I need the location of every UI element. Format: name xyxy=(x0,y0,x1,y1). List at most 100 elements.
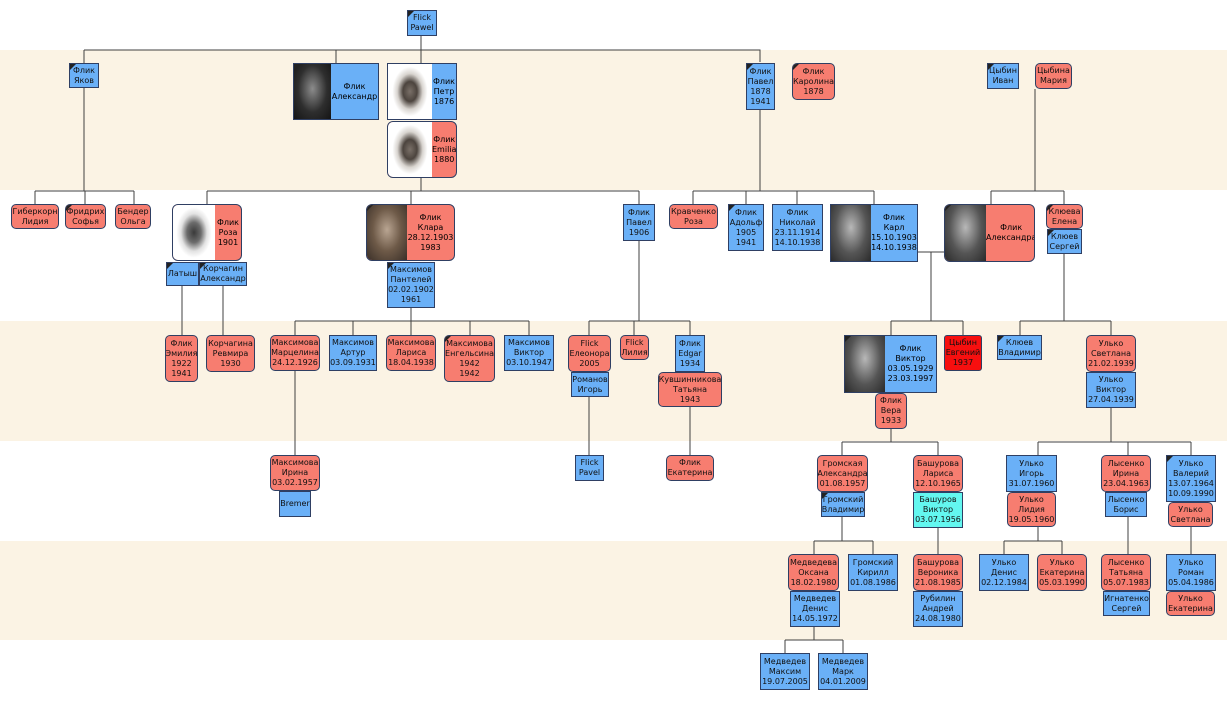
expand-marker-icon xyxy=(729,205,735,211)
person-maksimova-martselina[interactable]: Максимова Марцелина 24.12.1926 xyxy=(270,335,320,371)
person-maksimov-artur[interactable]: Максимов Артур 03.09.1931 xyxy=(329,335,377,371)
person-gromsky-vladimir[interactable]: Громский Владимир xyxy=(821,492,865,517)
person-flik-ekaterina[interactable]: Флик Екатерина xyxy=(666,455,714,481)
person-ulko-valeriy[interactable]: Улько Валерий 13.07.1964 10.09.1990 xyxy=(1166,455,1216,502)
person-bender-olga[interactable]: Бендер Ольга xyxy=(115,204,151,229)
person-flik-roza[interactable]: Флик Роза 1901 xyxy=(172,204,242,261)
person-tsybin-evgeniy[interactable]: Цыбин Евгений 1937 xyxy=(944,335,982,371)
expand-marker-icon xyxy=(988,64,994,70)
person-korchagin-aleksandr[interactable]: Корчагин Александр xyxy=(199,262,247,286)
person-flik-vera[interactable]: Флик Вера 1933 xyxy=(875,393,907,429)
portrait-photo xyxy=(388,64,432,119)
person-ulko-svetlana-1939[interactable]: Улько Светлана 21.02.1939 xyxy=(1086,335,1136,372)
person-gromskaya-aleksandra[interactable]: Громская Александра 01.08.1957 xyxy=(817,455,868,492)
portrait-photo xyxy=(945,205,986,261)
person-maksimova-engelsina[interactable]: Максимова Енгельсина 1942 1942 xyxy=(444,335,495,382)
person-fridrikh-sofia[interactable]: Фридрих Софья xyxy=(65,204,106,229)
person-flik-karl[interactable]: Флик Карл 15.10.1903 14.10.1938 xyxy=(830,204,918,262)
expand-marker-icon xyxy=(66,205,72,211)
person-korchagina-revmira[interactable]: Корчагина Ревмира 1930 xyxy=(206,335,255,372)
expand-marker-icon xyxy=(367,205,373,211)
person-flick-pawel-root[interactable]: Flick Pawel xyxy=(407,10,437,36)
expand-marker-icon xyxy=(1167,456,1173,462)
person-medvedev-denis[interactable]: Медведев Денис 14.05.1972 xyxy=(790,591,840,627)
expand-marker-icon xyxy=(845,336,851,342)
person-flik-adolf[interactable]: Флик Адольф 1905 1941 xyxy=(728,204,764,251)
person-lysenko-boris[interactable]: Лысенко Борис xyxy=(1105,492,1147,517)
expand-marker-icon xyxy=(747,64,753,70)
expand-marker-icon xyxy=(408,11,414,17)
person-flik-pavel-1878[interactable]: Флик Павел 1878 1941 xyxy=(746,63,775,110)
person-lysenko-irina[interactable]: Лысенко Ирина 23.04.1963 xyxy=(1101,455,1151,492)
person-klyuev-vladimir[interactable]: Клюев Владимир xyxy=(997,335,1042,360)
person-ulko-igor[interactable]: Улько Игорь 31.07.1960 xyxy=(1006,455,1057,492)
person-bashurova-veronika[interactable]: Башурова Вероника 21.08.1985 xyxy=(913,554,963,591)
person-maksimov-panteley[interactable]: Максимов Пантелей 02.02.1902 1961 xyxy=(387,262,435,308)
portrait-photo xyxy=(367,205,407,260)
person-bremer[interactable]: Bremer xyxy=(279,491,311,517)
person-ulko-ekaterina-2[interactable]: Улько Екатерина xyxy=(1166,591,1215,616)
person-rubilin-andrey[interactable]: Рубилин Андрей 24.08.1980 xyxy=(913,591,963,627)
expand-marker-icon xyxy=(1047,205,1053,211)
expand-marker-icon xyxy=(793,64,799,70)
expand-marker-icon xyxy=(445,336,451,342)
portrait-photo xyxy=(831,205,871,261)
expand-marker-icon xyxy=(70,64,76,70)
person-flik-aleksandra[interactable]: Флик Александра xyxy=(944,204,1035,262)
expand-marker-icon xyxy=(294,64,300,70)
expand-marker-icon xyxy=(998,336,1004,342)
person-maksimova-irina[interactable]: Максимова Ирина 03.02.1957 xyxy=(270,455,320,491)
person-medvedev-mark[interactable]: Медведев Марк 04.01.2009 xyxy=(818,653,868,690)
person-medvedeva-oksana[interactable]: Медведева Оксана 18.02.1980 xyxy=(788,554,839,591)
expand-marker-icon xyxy=(388,263,394,269)
expand-marker-icon xyxy=(822,493,828,499)
person-ulko-roman[interactable]: Улько Роман 05.04.1986 xyxy=(1166,554,1216,591)
person-maksimova-larisa[interactable]: Максимова Лариса 18.04.1938 xyxy=(386,335,436,371)
person-bashurov-viktor[interactable]: Башуров Виктор 03.07.1956 xyxy=(913,492,963,528)
person-ignatenko-sergey[interactable]: Игнатенко Сергей xyxy=(1103,591,1150,616)
portrait-photo xyxy=(173,205,215,260)
person-klyueva-elena[interactable]: Клюева Елена xyxy=(1046,204,1083,229)
person-flik-viktor[interactable]: Флик Виктор 03.05.1929 23.03.1997 xyxy=(844,335,937,393)
person-flick-eleonora[interactable]: Flick Елеонора 2005 xyxy=(568,335,611,372)
person-flik-emilia-1922[interactable]: Флик Эмилия 1922 1941 xyxy=(165,335,198,382)
person-flik-yakov[interactable]: Флик Яков xyxy=(69,63,99,88)
person-ulko-svetlana-2[interactable]: Улько Светлана xyxy=(1168,502,1213,527)
person-flik-aleksandr-1[interactable]: Флик Александр xyxy=(293,63,379,120)
person-tsybina-maria[interactable]: Цыбина Мария xyxy=(1035,63,1072,89)
person-latysh[interactable]: Латыш xyxy=(166,262,199,286)
person-kuvshinnikova-tatyana[interactable]: Кувшинникова Татьяна 1943 xyxy=(658,372,722,407)
person-lysenko-tatyana[interactable]: Лысенко Татьяна 05.07.1983 xyxy=(1101,554,1151,591)
expand-marker-icon xyxy=(945,205,951,211)
person-klyuev-sergey[interactable]: Клюев Сергей xyxy=(1047,229,1082,254)
expand-marker-icon xyxy=(167,263,173,269)
person-flik-nikolai[interactable]: Флик Николай 23.11.1914 14.10.1938 xyxy=(772,204,823,251)
person-flik-klara[interactable]: Флик Клара 28.12.1903 1983 xyxy=(366,204,455,261)
person-medvedev-maksim[interactable]: Медведев Максим 19.07.2005 xyxy=(760,653,810,690)
person-kravchenko-roza[interactable]: Кравченко Роза xyxy=(669,204,718,229)
person-romanov-igor[interactable]: Романов Игорь xyxy=(571,372,609,397)
person-gromsky-kirill[interactable]: Громский Кирилл 01.08.1986 xyxy=(848,554,898,591)
person-ulko-denis[interactable]: Улько Денис 02.12.1984 xyxy=(979,554,1029,591)
person-bashurova-larisa[interactable]: Башурова Лариса 12.10.1965 xyxy=(913,455,963,492)
person-maksimov-viktor[interactable]: Максимов Виктор 03.10.1947 xyxy=(504,335,554,371)
person-flik-emilia[interactable]: Флик Emilia 1880 xyxy=(387,121,457,178)
person-flik-pavel-1906[interactable]: Флик Павел 1906 xyxy=(623,204,655,241)
person-flik-edgar[interactable]: Флик Edgar 1934 xyxy=(675,335,705,372)
generation-band-2 xyxy=(0,50,1227,190)
person-flik-petr[interactable]: Флик Петр 1876 xyxy=(387,63,457,120)
person-flick-pavel-young[interactable]: Flick Pavel xyxy=(575,455,604,481)
person-ulko-lidia[interactable]: Улько Лидия 19.05.1960 xyxy=(1007,492,1056,527)
person-giberkorn-lidia[interactable]: Гиберкорн Лидия xyxy=(11,204,59,229)
expand-marker-icon xyxy=(200,263,206,269)
portrait-photo xyxy=(845,336,885,392)
portrait-photo xyxy=(388,122,432,177)
person-ulko-viktor[interactable]: Улько Виктор 27.04.1939 xyxy=(1086,372,1136,408)
person-flik-karolina[interactable]: Флик Каролина 1878 xyxy=(792,63,835,100)
expand-marker-icon xyxy=(1048,230,1054,236)
person-tsybin-ivan[interactable]: Цыбин Иван xyxy=(987,63,1019,89)
person-flick-lilia[interactable]: Flick Лилия xyxy=(620,335,649,360)
person-ulko-ekaterina-1990[interactable]: Улько Екатерина 05.03.1990 xyxy=(1037,554,1087,591)
portrait-photo xyxy=(294,64,331,119)
